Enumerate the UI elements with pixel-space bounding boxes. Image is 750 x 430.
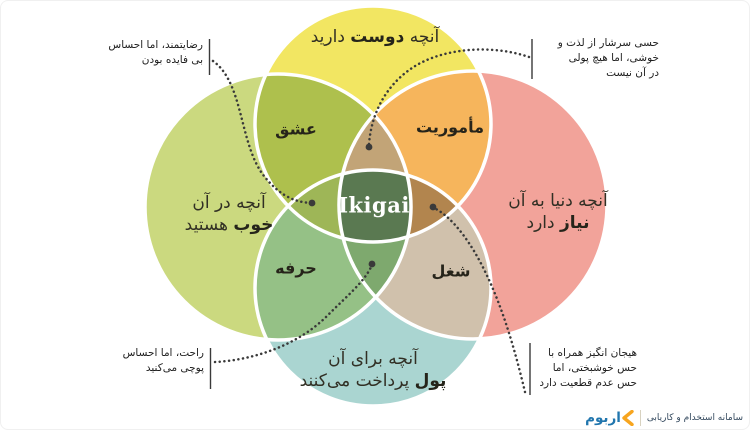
petal-bottom [339, 170, 411, 339]
label-profession: حرفه [275, 258, 317, 278]
annotation-line: خوشی، اما هیچ پولی [568, 52, 659, 65]
label-what-you-love: آنچه دوست دارید [311, 26, 440, 48]
karboom-kaf-chevron-icon [622, 410, 634, 426]
label-text: آنچه در آن [192, 192, 266, 213]
label-ikigai: Ikigai [338, 192, 410, 218]
label-love: عشق [275, 119, 317, 139]
annotation-comfortable-but-empty: راحت، اما احساس پوچی می‌کنید [123, 346, 204, 376]
annotation-line: بی فایده بودن [141, 54, 203, 67]
annotation-line: حس عدم قطعیت دارد [539, 377, 637, 390]
annotation-line: حس خوشبختی، اما [552, 362, 637, 375]
footer-tagline: سامانه استخدام و کاریابی [646, 413, 743, 423]
annotation-delight-but-no-money: حسی سرشار از لذت و خوشی، اما هیچ پولی در… [558, 36, 659, 82]
label-mission: مأموریت [415, 117, 485, 137]
label-text: آنچه برای آن [328, 348, 418, 369]
annotation-line: در آن نیست [606, 67, 659, 80]
annotation-line: هیجان انگیز همراه با [548, 347, 637, 359]
label-text: پرداخت می‌کنند [299, 371, 415, 391]
karboom-logo: اربوم [585, 410, 634, 426]
footer-brand-lockup: اربوم سامانه استخدام و کاریابی [585, 410, 743, 426]
label-text: دارید [310, 26, 351, 47]
annotation-bars [208, 39, 533, 395]
label-text: آنچه [404, 26, 440, 47]
region-outlines [143, 4, 609, 408]
annotation-line: رضایتمند، اما احساس [108, 39, 203, 51]
label-bold-text: خوب [233, 215, 274, 235]
label-text: دارد [526, 213, 560, 233]
dotted-leader-lines [211, 48, 531, 394]
annotation-satisfied-but-useless: رضایتمند، اما احساس بی فایده بودن [108, 38, 203, 68]
annotation-line: حسی سرشار از لذت و [557, 37, 659, 49]
leader-end-dots [308, 143, 437, 268]
footer-divider [639, 410, 641, 426]
label-bold-text: پول [414, 371, 447, 391]
label-bold-text: نیاز [559, 213, 590, 233]
label-text: آنچه دنیا به آن [508, 190, 608, 211]
karboom-wordmark-letters: اربوم [585, 410, 621, 426]
petal-top [339, 74, 411, 242]
annotation-excitement-but-uncertainty: هیجان انگیز همراه با حس خوشبختی، اما حس … [539, 346, 637, 392]
annotation-line: پوچی می‌کنید [145, 362, 204, 375]
label-text: هستید [184, 215, 234, 235]
label-bold-text: دوست [350, 26, 405, 47]
annotation-line: راحت، اما احساس [122, 347, 204, 359]
label-vocation: شغل [431, 261, 471, 281]
